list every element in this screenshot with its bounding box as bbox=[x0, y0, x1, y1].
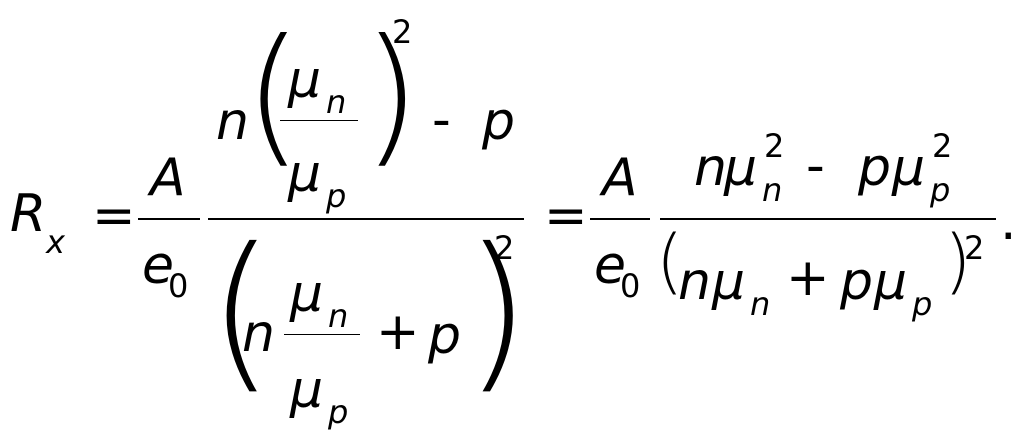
coefficient-fraction-bar-1 bbox=[138, 218, 200, 220]
first-den-right-paren: ) bbox=[464, 212, 531, 410]
second-num-p: p bbox=[858, 138, 892, 198]
second-num-mu1: μ bbox=[724, 138, 758, 198]
first-num-inner-mu-bottom: μ bbox=[288, 144, 322, 204]
first-den-exponent: 2 bbox=[494, 229, 515, 267]
coefficient-denominator-subscript-2: 0 bbox=[620, 267, 641, 305]
first-den-inner-mu-bottom-sub: p bbox=[328, 393, 349, 431]
coefficient-denominator-2: e bbox=[594, 236, 626, 296]
first-den-inner-mu-top-sub: n bbox=[328, 297, 349, 335]
second-den-mu1-sub: n bbox=[750, 285, 771, 323]
first-den-n: n bbox=[242, 304, 275, 364]
second-num-mu2-sup: 2 bbox=[932, 127, 953, 165]
first-num-inner-mu-top-sub: n bbox=[326, 83, 347, 121]
first-den-plus: + bbox=[376, 302, 420, 362]
second-num-n: n bbox=[694, 138, 727, 198]
second-num-minus: - bbox=[806, 136, 825, 196]
first-den-inner-mu-top: μ bbox=[290, 264, 324, 324]
coefficient-denominator-subscript-1: 0 bbox=[168, 267, 189, 305]
second-den-plus: + bbox=[786, 248, 830, 308]
second-num-mu1-sub: n bbox=[762, 171, 783, 209]
equals-sign-2: = bbox=[544, 186, 588, 246]
lhs-subscript: x bbox=[46, 223, 65, 261]
second-den-p: p bbox=[840, 252, 874, 312]
first-num-inner-mu-bottom-sub: p bbox=[326, 177, 347, 215]
coefficient-numerator-1: A bbox=[150, 148, 186, 208]
second-num-mu1-sup: 2 bbox=[764, 127, 785, 165]
first-num-inner-bar bbox=[280, 120, 358, 121]
second-den-left-paren: ( bbox=[656, 220, 684, 302]
second-den-mu1: μ bbox=[712, 252, 746, 312]
first-den-inner-mu-bottom: μ bbox=[290, 360, 324, 420]
second-den-right-paren: ) bbox=[944, 220, 972, 302]
first-den-p: p bbox=[428, 306, 462, 366]
first-num-minus: - bbox=[432, 90, 451, 150]
equals-sign-1: = bbox=[92, 186, 136, 246]
second-den-mu2: μ bbox=[874, 252, 908, 312]
second-den-exponent: 2 bbox=[964, 229, 985, 267]
first-den-left-paren: ( bbox=[208, 212, 275, 410]
first-num-n: n bbox=[216, 92, 249, 152]
second-num-mu2: μ bbox=[892, 138, 926, 198]
first-num-left-paren: ( bbox=[244, 8, 303, 182]
second-den-mu2-sub: p bbox=[912, 285, 933, 323]
lhs-symbol: R bbox=[10, 184, 47, 244]
first-num-exponent: 2 bbox=[392, 13, 413, 51]
coefficient-fraction-bar-2 bbox=[590, 218, 650, 220]
coefficient-numerator-2: A bbox=[602, 148, 638, 208]
second-fraction-bar bbox=[660, 218, 996, 220]
first-num-p: p bbox=[482, 92, 516, 152]
first-den-inner-bar bbox=[284, 334, 360, 335]
first-num-right-paren: ) bbox=[362, 8, 421, 182]
coefficient-denominator-1: e bbox=[142, 236, 174, 296]
period: . bbox=[1000, 192, 1017, 252]
second-num-mu2-sub: p bbox=[930, 171, 951, 209]
second-den-n: n bbox=[678, 252, 711, 312]
first-fraction-bar bbox=[208, 218, 524, 220]
first-num-inner-mu-top: μ bbox=[288, 50, 322, 110]
